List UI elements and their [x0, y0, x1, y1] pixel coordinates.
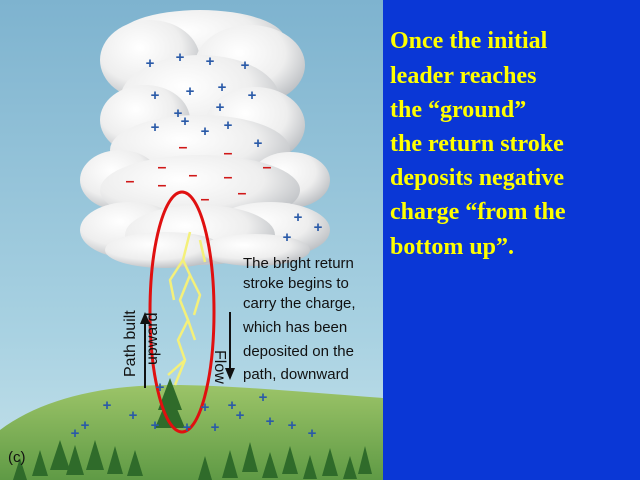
upward-arrow [140, 312, 150, 388]
positive-charge: + [201, 123, 210, 140]
positive-charge: + [206, 53, 215, 70]
thundercloud [80, 10, 330, 268]
positive-charge: + [216, 99, 225, 116]
caption-line: the return stroke [390, 131, 564, 157]
positive-charge: + [308, 425, 317, 442]
thunderstorm-figure: Path built upward Flow The bright return… [0, 0, 383, 480]
panel-label: (c) [8, 449, 26, 466]
annotation-line: which has been [242, 319, 347, 336]
annotation-line: deposited on the [243, 343, 354, 360]
positive-charge: + [288, 417, 297, 434]
downward-flow-arrow [225, 312, 235, 380]
negative-charge: – [189, 167, 198, 184]
negative-charge: – [179, 139, 188, 156]
return-stroke-annotation: The bright return stroke begins to carry… [242, 255, 356, 383]
label-upward: upward [144, 313, 161, 365]
positive-charge: + [294, 209, 303, 226]
positive-charge: + [103, 397, 112, 414]
negative-charge: – [224, 169, 233, 186]
label-path-built: Path built [122, 310, 139, 377]
negative-charge: – [238, 185, 247, 202]
negative-charge: – [126, 173, 135, 190]
positive-charge: + [248, 87, 257, 104]
annotation-line: stroke begins to [243, 275, 349, 292]
caption-line: Once the initial [390, 28, 548, 54]
positive-charge: + [211, 419, 220, 436]
positive-charge: + [254, 135, 263, 152]
caption-line: the “ground” [390, 97, 527, 123]
negative-charge: – [263, 159, 272, 176]
caption-line: deposits negative [390, 165, 564, 191]
positive-charge: + [151, 87, 160, 104]
annotation-line: carry the charge, [243, 295, 356, 312]
positive-charge: + [266, 413, 275, 430]
caption-line: leader reaches [390, 63, 537, 89]
annotation-line: The bright return [243, 255, 354, 272]
positive-charge: + [218, 79, 227, 96]
positive-charge: + [183, 419, 192, 436]
positive-charge: + [176, 49, 185, 66]
positive-charge: + [151, 417, 160, 434]
positive-charge: + [236, 407, 245, 424]
positive-charge: + [81, 417, 90, 434]
lightning-bolt [167, 231, 207, 386]
positive-charge: + [259, 389, 268, 406]
trees [13, 378, 372, 480]
caption-line: bottom up”. [390, 234, 515, 260]
positive-charge: + [71, 425, 80, 442]
positive-charge: + [174, 105, 183, 122]
charge-symbols: +++++++++++++++++++++++++++++++++–––––––… [71, 49, 323, 442]
positive-charge: + [224, 117, 233, 134]
negative-charge: – [158, 159, 167, 176]
negative-charge: – [224, 145, 233, 162]
highlight-ellipse [148, 190, 216, 434]
positive-charge: + [283, 229, 292, 246]
caption-line: charge “from the [390, 199, 566, 225]
positive-charge: + [186, 83, 195, 100]
label-flow: Flow [211, 350, 228, 384]
positive-charge: + [201, 399, 210, 416]
positive-charge: + [228, 397, 237, 414]
negative-charge: – [158, 177, 167, 194]
positive-charge: + [146, 55, 155, 72]
positive-charge: + [156, 379, 165, 396]
positive-charge: + [181, 113, 190, 130]
figure-canvas: Path built upward Flow The bright return… [0, 0, 383, 480]
positive-charge: + [314, 219, 323, 236]
negative-charge: – [201, 191, 210, 208]
annotation-line: path, downward [243, 366, 349, 383]
positive-charge: + [241, 57, 250, 74]
positive-charge: + [129, 407, 138, 424]
positive-charge: + [151, 119, 160, 136]
